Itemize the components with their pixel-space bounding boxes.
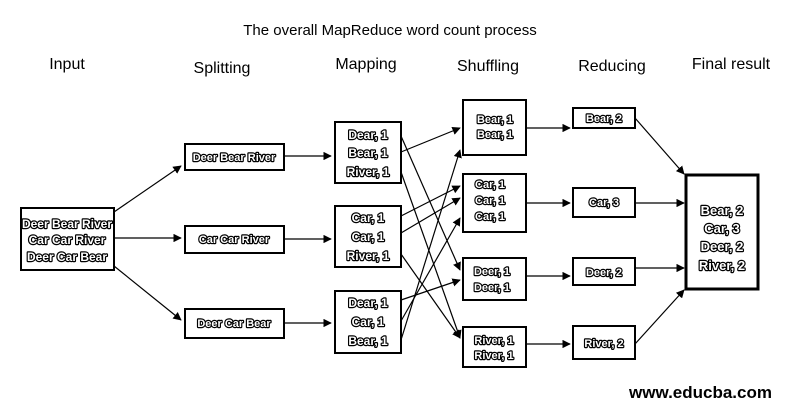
stage-label-mapping: Mapping bbox=[335, 56, 396, 73]
input-box: Deer Bear River Car Car River Deer Car B… bbox=[20, 207, 115, 271]
stage-label-input: Input bbox=[49, 56, 85, 73]
shuffle-box-deer-frame bbox=[462, 257, 527, 301]
shuffle-box-bear-frame bbox=[462, 99, 527, 156]
shuffle-box-river-frame bbox=[462, 326, 527, 368]
map-1-pair-3: River, 1 bbox=[347, 165, 390, 179]
shuffle-box-car: Car, 1 Car, 1 Car, 1 bbox=[462, 173, 527, 233]
map-1-pair-2: Bear, 1 bbox=[348, 146, 388, 160]
shuffle-bear-pair-2: Bear, 1 bbox=[477, 129, 513, 141]
shuffle-box-car-frame bbox=[462, 173, 527, 233]
split-3-text: Deer Car Bear bbox=[197, 318, 271, 330]
map-box-3: Dear, 1 Car, 1 Bear, 1 bbox=[334, 290, 402, 354]
diagram-title: The overall MapReduce word count process bbox=[243, 22, 536, 39]
stage-label-splitting: Splitting bbox=[194, 60, 251, 77]
map-box-2: Car, 1 Car, 1 River, 1 bbox=[334, 205, 402, 268]
reduce-car-result: Car, 3 bbox=[589, 197, 619, 209]
edge-map1-bear bbox=[400, 126, 461, 153]
edge-input-to-split-1 bbox=[113, 165, 182, 213]
input-line-3: Deer Car Bear bbox=[27, 250, 107, 264]
shuffle-bear-pair-1: Bear, 1 bbox=[477, 114, 513, 126]
map-3-pair-3: Bear, 1 bbox=[348, 334, 388, 348]
reduce-box-car-frame bbox=[572, 187, 636, 218]
shuffle-river-pair-1: River, 1 bbox=[474, 335, 513, 347]
shuffle-car-pair-1: Car, 1 bbox=[475, 179, 505, 191]
split-box-1: Deer Bear River bbox=[184, 143, 285, 171]
final-result-box: Bear, 2 Car, 3 Deer, 2 River, 2 bbox=[684, 173, 760, 291]
watermark[interactable]: www.educba.com bbox=[628, 383, 772, 402]
final-line-2: Car, 3 bbox=[704, 221, 739, 236]
edge-reduce-to-final-1 bbox=[634, 117, 685, 175]
map-box-1-frame bbox=[334, 121, 402, 184]
reduce-box-bear: Bear, 2 bbox=[572, 107, 636, 129]
final-line-1: Bear, 2 bbox=[701, 203, 744, 218]
stage-label-final-result: Final result bbox=[692, 56, 771, 73]
split-2-text: Car Car River bbox=[199, 234, 270, 246]
shuffle-car-pair-2: Car, 1 bbox=[475, 195, 505, 207]
reduce-box-deer-frame bbox=[572, 257, 636, 286]
shuffle-river-pair-2: River, 1 bbox=[474, 350, 513, 362]
shuffle-box-river: River, 1 River, 1 bbox=[462, 326, 527, 368]
reduce-box-bear-frame bbox=[572, 107, 636, 129]
edge-map3-bear bbox=[400, 149, 462, 341]
edge-input-to-split-3 bbox=[113, 265, 182, 321]
shuffle-deer-pair-2: Deer, 1 bbox=[474, 282, 510, 294]
final-line-3: Deer, 2 bbox=[701, 239, 744, 254]
reduce-bear-result: Bear, 2 bbox=[586, 113, 622, 125]
edge-map3-deer bbox=[400, 278, 461, 301]
map-2-pair-3: River, 1 bbox=[347, 249, 390, 263]
split-box-2: Car Car River bbox=[184, 225, 285, 254]
edge-map2-car-a bbox=[400, 185, 461, 217]
edge-map1-deer bbox=[400, 135, 461, 271]
edge-map2-car-b bbox=[400, 197, 461, 234]
map-3-pair-1: Dear, 1 bbox=[348, 296, 388, 310]
reduce-box-deer: Deer, 2 bbox=[572, 257, 636, 286]
split-box-3-frame bbox=[184, 308, 285, 339]
shuffle-box-deer: Deer, 1 Deer, 1 bbox=[462, 257, 527, 301]
split-box-1-frame bbox=[184, 143, 285, 171]
reduce-box-river: River, 2 bbox=[572, 325, 636, 360]
shuffle-box-bear: Bear, 1 Bear, 1 bbox=[462, 99, 527, 156]
split-box-2-frame bbox=[184, 225, 285, 254]
map-1-pair-1: Dear, 1 bbox=[348, 128, 388, 142]
edge-map3-car bbox=[400, 217, 461, 322]
map-2-pair-2: Car, 1 bbox=[352, 230, 385, 244]
shuffle-car-pair-3: Car, 1 bbox=[475, 211, 505, 223]
reduce-deer-result: Deer, 2 bbox=[586, 267, 622, 279]
edge-reduce-to-final-4 bbox=[634, 289, 685, 345]
final-line-4: River, 2 bbox=[699, 258, 745, 273]
shuffle-deer-pair-1: Deer, 1 bbox=[474, 266, 510, 278]
reduce-box-river-frame bbox=[572, 325, 636, 360]
stage-label-reducing: Reducing bbox=[578, 58, 646, 75]
input-box-frame bbox=[20, 207, 115, 271]
edge-map2-river bbox=[400, 253, 461, 339]
map-2-pair-1: Car, 1 bbox=[352, 211, 385, 225]
final-result-box-frame bbox=[684, 173, 760, 291]
edge-map1-river bbox=[400, 171, 462, 339]
split-1-text: Deer Bear River bbox=[193, 152, 276, 164]
map-3-pair-2: Car, 1 bbox=[352, 315, 385, 329]
edges bbox=[113, 117, 685, 349]
input-line-1: Deer Bear River bbox=[22, 217, 112, 231]
map-box-2-frame bbox=[334, 205, 402, 268]
split-box-3: Deer Car Bear bbox=[184, 308, 285, 339]
reduce-river-result: River, 2 bbox=[584, 338, 623, 350]
reduce-box-car: Car, 3 bbox=[572, 187, 636, 218]
input-line-2: Car Car River bbox=[29, 233, 106, 247]
stage-label-shuffling: Shuffling bbox=[457, 58, 519, 75]
map-box-3-frame bbox=[334, 290, 402, 354]
map-box-1: Dear, 1 Bear, 1 River, 1 bbox=[334, 121, 402, 184]
